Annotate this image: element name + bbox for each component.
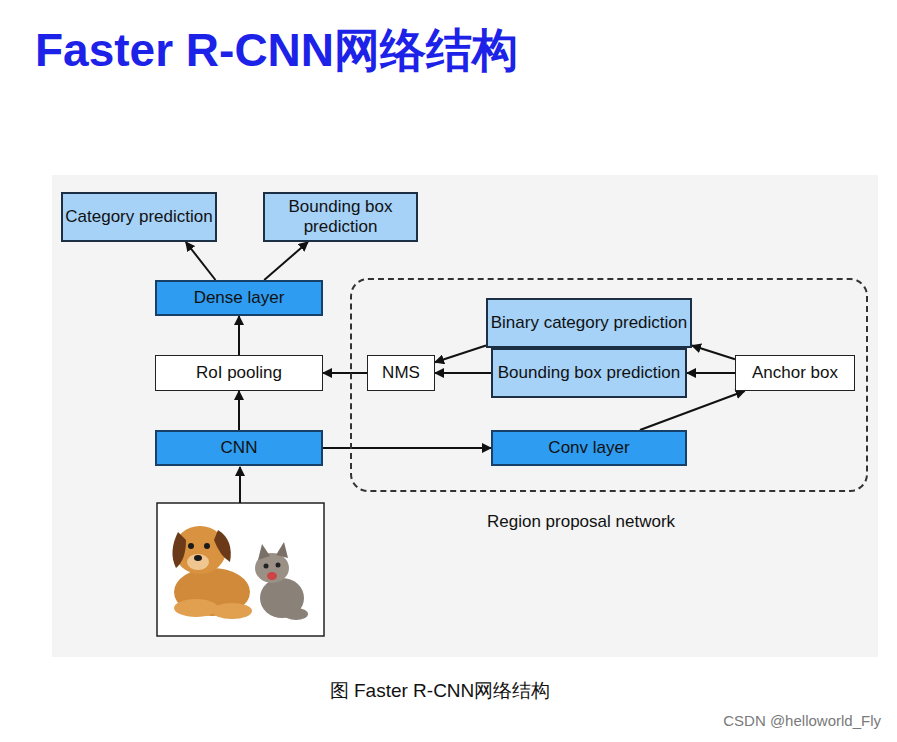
node-label: Conv layer	[548, 438, 629, 458]
output-box: Bounding box prediction	[263, 192, 418, 242]
output-box: Binary category prediction	[486, 298, 692, 348]
output-box: Category prediction	[61, 192, 217, 242]
connector-arrow	[186, 242, 216, 280]
output-box: Bounding box prediction	[491, 348, 687, 398]
connector-arrow	[323, 372, 367, 374]
node-label: Dense layer	[194, 288, 285, 308]
connector-arrow	[264, 242, 308, 280]
group-region: Region proposal networkBinary category p…	[350, 278, 868, 492]
node-label: Binary category prediction	[491, 313, 688, 333]
input-arrow	[239, 467, 241, 503]
image-frame	[157, 503, 324, 636]
caption: 图 Faster R-CNN网络结构	[0, 678, 880, 704]
connector-arrow	[687, 372, 735, 374]
node-label: Bounding box prediction	[265, 197, 416, 238]
node-label: NMS	[382, 363, 420, 383]
dog-picture	[172, 526, 252, 619]
process-box: NMS	[367, 355, 435, 391]
connector-arrow	[435, 346, 486, 363]
connector-arrow	[238, 391, 240, 430]
connector-arrow	[323, 447, 491, 449]
process-box: RoI pooling	[155, 355, 323, 391]
node-label: CNN	[221, 438, 258, 458]
layer-box: CNN	[155, 430, 323, 466]
cat-picture	[255, 542, 308, 620]
node-label: RoI pooling	[196, 363, 282, 383]
watermark: CSDN @helloworld_Fly	[723, 712, 881, 729]
connector-arrow	[692, 346, 735, 360]
layer-box: Dense layer	[155, 280, 323, 316]
node-label: Bounding box prediction	[498, 363, 680, 383]
connector-arrow	[435, 372, 491, 374]
node-label: Anchor box	[752, 363, 838, 383]
node-label: Category prediction	[65, 207, 212, 227]
connector-arrow	[238, 316, 240, 355]
process-box: Anchor box	[735, 355, 855, 391]
layer-box: Conv layer	[491, 430, 687, 466]
group-label: Region proposal network	[487, 512, 675, 532]
title: Faster R-CNN网络结构	[35, 20, 518, 82]
